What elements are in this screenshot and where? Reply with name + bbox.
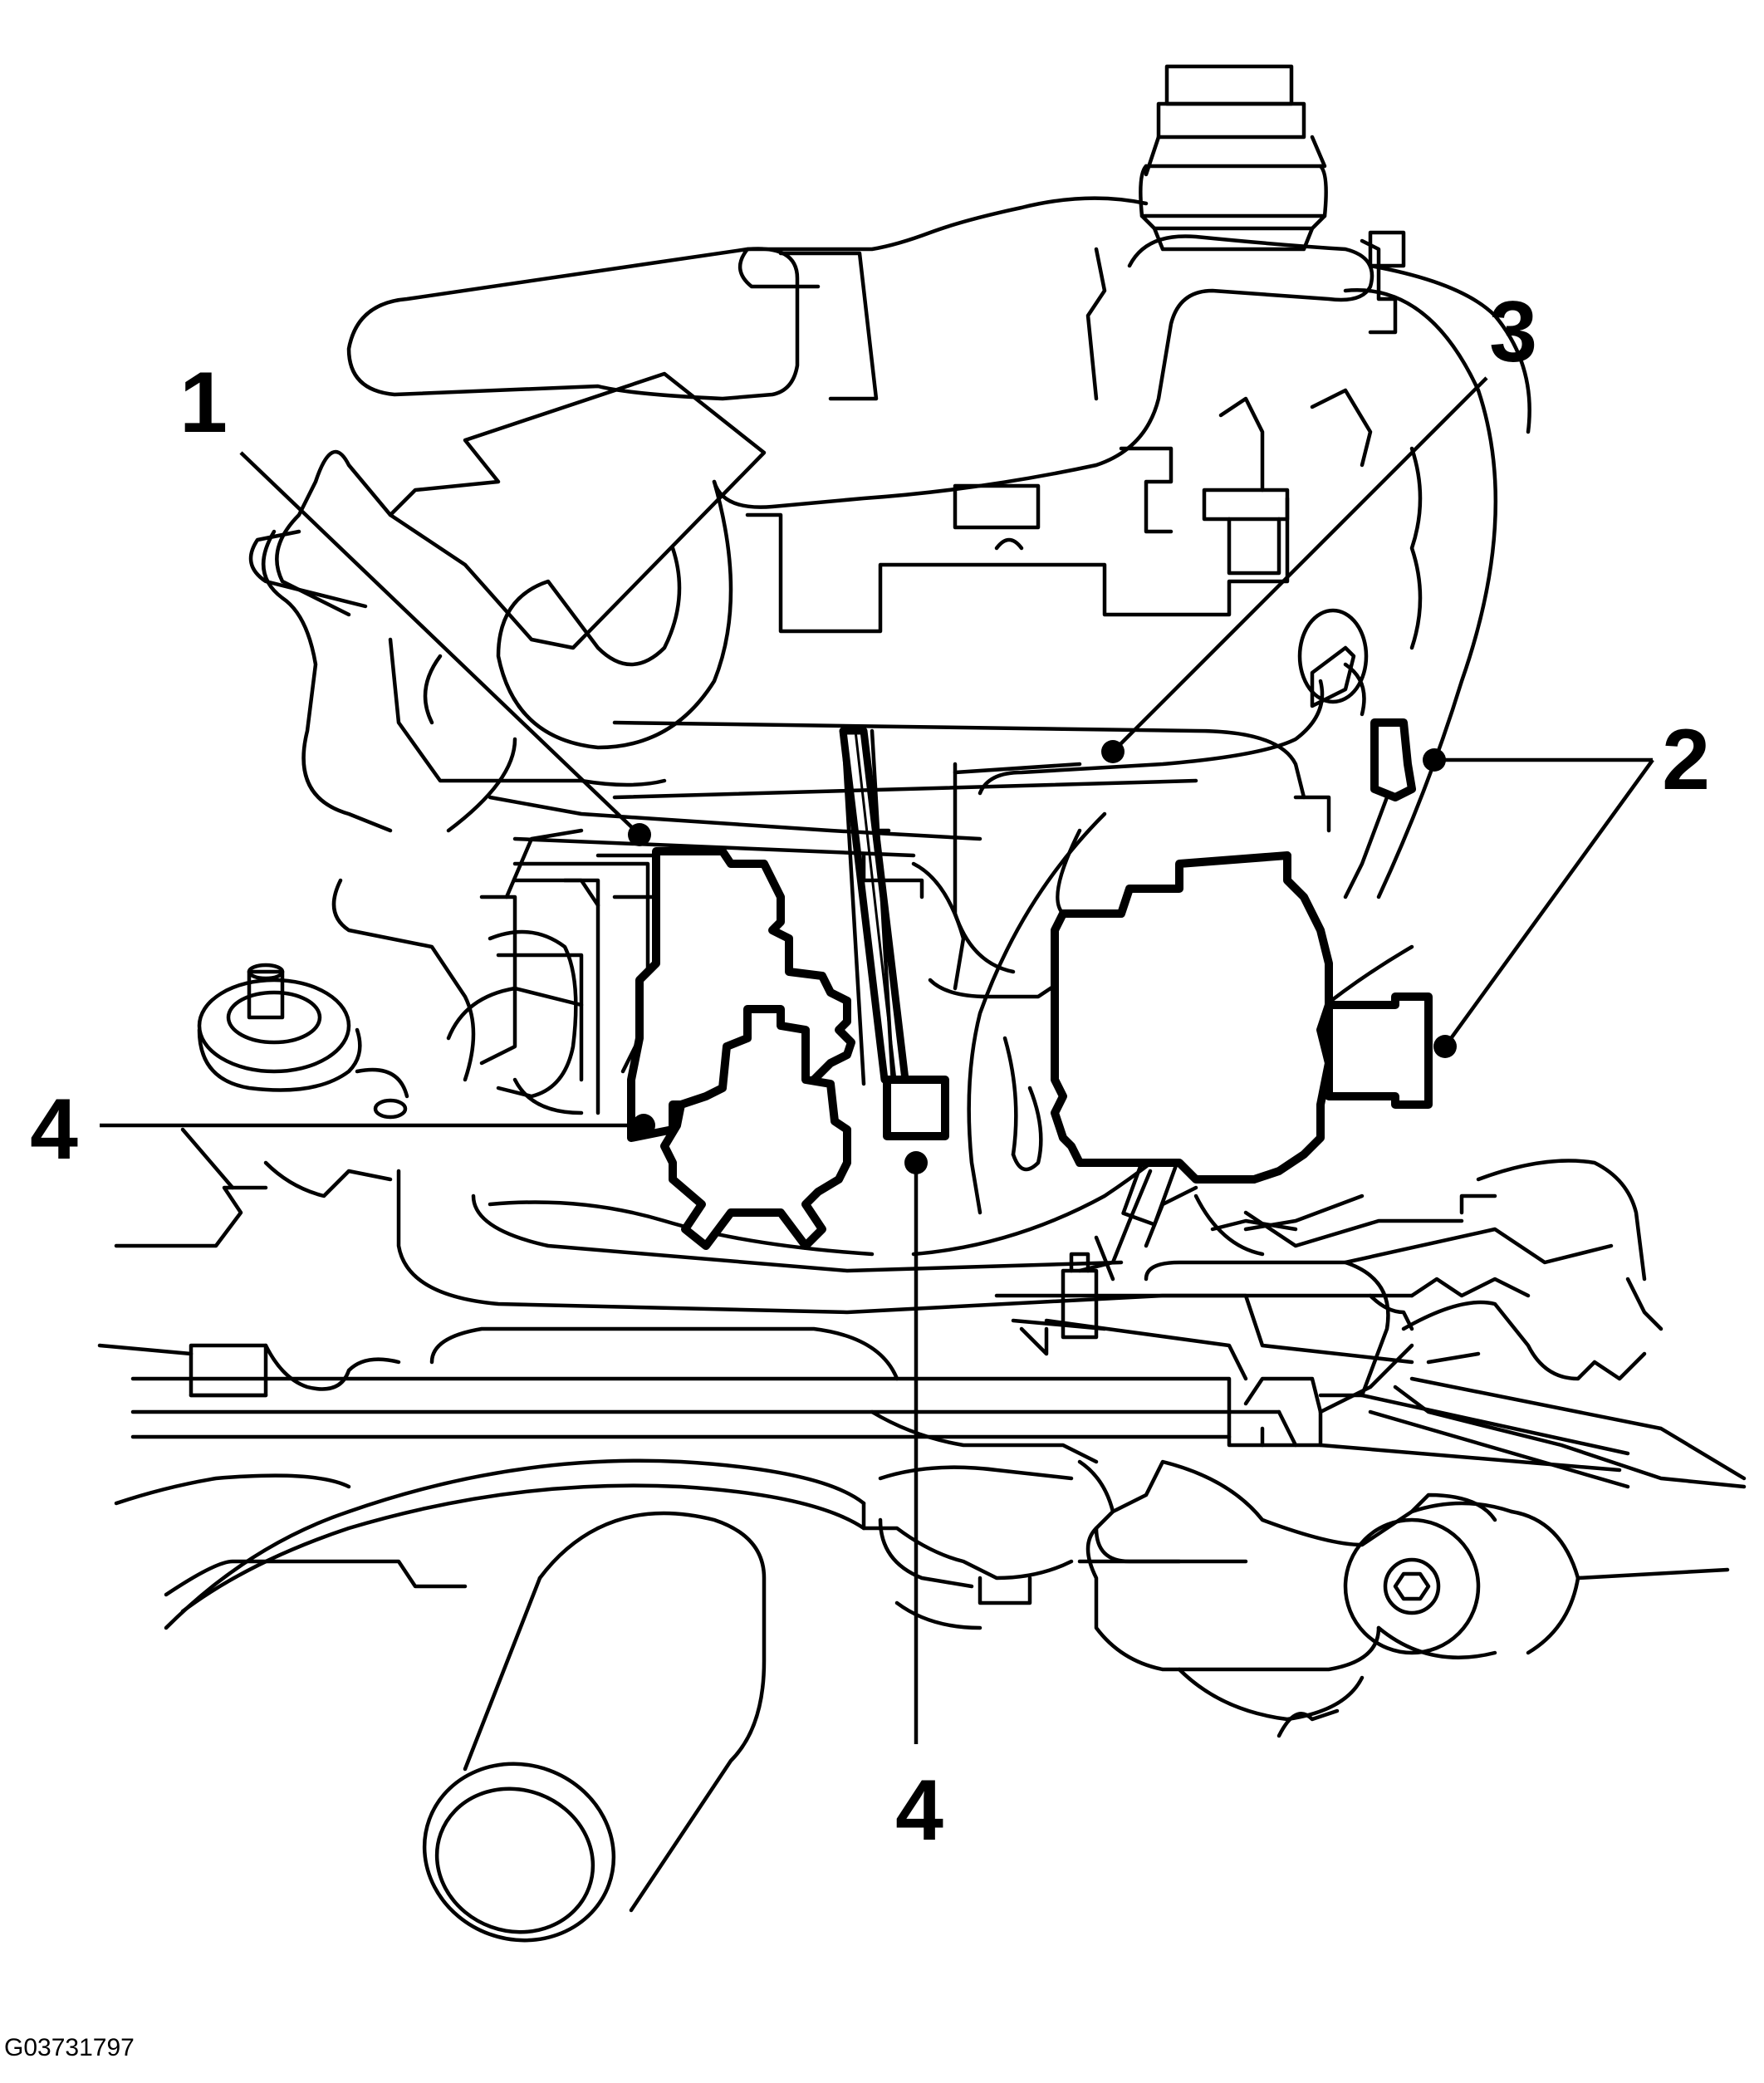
- callout-label-4a: 4: [30, 1081, 78, 1178]
- leader-1-dot: [628, 823, 651, 846]
- component-3-vacuum-hose: [978, 679, 1325, 796]
- callout-leaders: [100, 376, 1654, 1744]
- lower-crossmember: [1077, 1459, 1514, 1547]
- ground-strap-rod: [839, 727, 909, 1084]
- mount-bushing: [1343, 1517, 1481, 1655]
- leader-2b-dot: [1433, 1035, 1457, 1058]
- component-4-valve: [660, 1005, 851, 1250]
- leader-2a-dot: [1423, 748, 1446, 772]
- callout-label-3: 3: [1489, 284, 1537, 380]
- engine-mount-cradle: [429, 1326, 899, 1381]
- left-filler-cap: [197, 963, 362, 1092]
- component-2-connector: [1325, 992, 1433, 1109]
- component-2-module: [1051, 851, 1333, 1184]
- frame-rail: [130, 1376, 1232, 1439]
- engine-line-art: [97, 64, 1747, 1943]
- coolant-hose-loop: [496, 479, 733, 750]
- callout-labels: 1 2 3 4 4: [30, 284, 1710, 1859]
- reservoir-cap: [1139, 64, 1328, 252]
- mount-bolt: [1383, 1557, 1441, 1615]
- component-4-connector: [883, 1076, 949, 1140]
- leader-4b-dot: [904, 1151, 928, 1174]
- callout-label-1: 1: [179, 355, 228, 451]
- callout-label-4b: 4: [895, 1762, 943, 1859]
- intake-manifold-outline: [738, 196, 1149, 289]
- air-box-outline: [388, 371, 767, 650]
- lower-intake-hose: [422, 1511, 767, 1943]
- highlighted-components: [627, 679, 1433, 1250]
- leader-4a-dot: [632, 1114, 655, 1137]
- upper-left-hose: [346, 247, 800, 401]
- leader-2b: [1443, 758, 1654, 1048]
- leader-3: [1111, 376, 1488, 753]
- leader-1: [239, 451, 641, 836]
- component-2-bracket: [1370, 718, 1416, 801]
- throttle-body-outline: [745, 496, 1290, 634]
- callout-label-2: 2: [1662, 712, 1710, 808]
- leader-3-dot: [1101, 740, 1125, 763]
- left-hose-cluster: [261, 529, 393, 833]
- figure-id: G03731797: [4, 2034, 135, 2061]
